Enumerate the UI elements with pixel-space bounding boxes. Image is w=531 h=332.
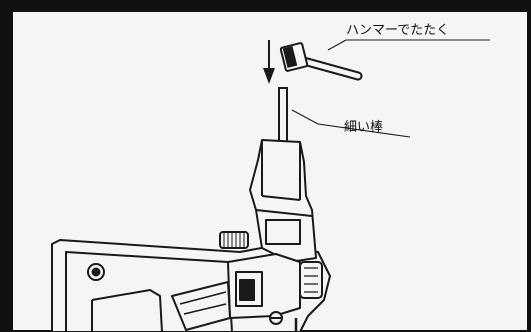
hammer-icon bbox=[279, 42, 363, 81]
tool-body bbox=[51, 139, 331, 332]
rod-label: 細い棒 bbox=[344, 120, 384, 135]
rod-leader-line bbox=[291, 109, 411, 138]
down-arrow-icon bbox=[263, 40, 275, 84]
hammer-label: ハンマーでたたく bbox=[346, 23, 450, 38]
thin-rod bbox=[278, 87, 288, 149]
hammer-leader-line bbox=[327, 39, 490, 51]
